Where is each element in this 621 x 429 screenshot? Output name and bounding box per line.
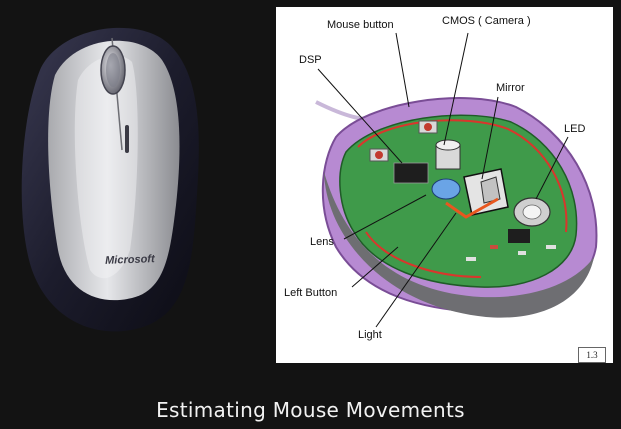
slide-caption: Estimating Mouse Movements bbox=[156, 398, 465, 422]
diagram-illustration bbox=[315, 32, 598, 328]
cmos-camera bbox=[435, 139, 461, 170]
callout-left-button: Left Button bbox=[284, 287, 338, 299]
light-beam bbox=[445, 197, 499, 219]
lens bbox=[431, 178, 461, 200]
callout-mouse-button: Mouse button bbox=[327, 19, 394, 31]
figure-number: 1.3 bbox=[578, 347, 606, 363]
dsp-chip bbox=[393, 162, 429, 184]
callout-lens: Lens bbox=[310, 236, 334, 248]
mouse-photo: Microsoft bbox=[21, 27, 199, 332]
callout-led: LED bbox=[564, 123, 586, 135]
button-switch bbox=[418, 120, 438, 134]
led-emitter bbox=[513, 197, 551, 227]
circuit-board bbox=[339, 114, 578, 288]
callout-light: Light bbox=[358, 329, 382, 341]
mouse-brand-logo: Microsoft bbox=[105, 253, 156, 267]
mouse-top bbox=[48, 40, 180, 301]
optical-mouse-diagram: Mouse button CMOS ( Camera ) DSP Mirror … bbox=[276, 7, 613, 363]
callout-mirror: Mirror bbox=[496, 82, 525, 94]
button-switch bbox=[369, 148, 389, 162]
callout-cmos-camera: CMOS ( Camera ) bbox=[442, 15, 531, 27]
callout-dsp: DSP bbox=[299, 54, 322, 66]
